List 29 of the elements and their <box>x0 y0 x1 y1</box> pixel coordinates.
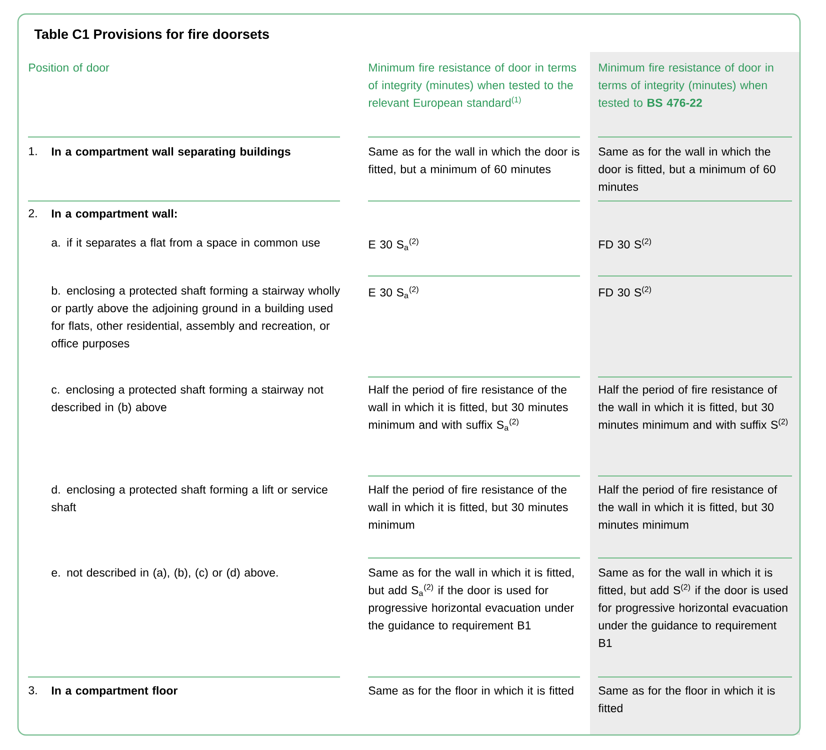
cell-text: Same as for the floor in which it is fitted <box>368 686 574 695</box>
cell-text: FD 30 S$^{(2)}$ <box>599 286 651 296</box>
row-label: c. enclosing a protected shaft forming a stairway not described in (b) above <box>52 385 324 414</box>
cell-text: E 30 S$_{a}$(2) <box>369 286 418 298</box>
row-number: 1. <box>29 147 37 156</box>
cell-text: Same as for the wall in which the door is fitted, but a minimum of 60 minutes <box>598 147 776 191</box>
column-header: Position of door <box>29 63 110 72</box>
column-header: Minimum fire resistance of door in terms of integrity (minutes) when tested to BS 476-22 <box>598 63 774 107</box>
row-heading: In a compartment wall separating buildings <box>52 147 290 158</box>
cell-text: Half the period of fire resistance of the wall in which it is fitted, but 30 minutes minimum <box>598 485 778 529</box>
row-heading: In a compartment wall: <box>52 209 177 220</box>
row-label: b. enclosing a protected shaft forming a stairway wholly or partly above the adjoining ground in a building used for flats, other residential, assembly and recreation, or office purposes <box>51 286 340 350</box>
cell-text: Same as for the floor in which it is fitted <box>598 686 775 712</box>
row-number: 3. <box>28 686 37 694</box>
table-title: Table C1 Provisions for fire doorsets <box>34 29 269 39</box>
cell-text: FD 30 S$^{(2)}$ <box>599 238 651 248</box>
cell-text: E 30 S$_{a}$(2) <box>369 238 418 250</box>
cell-text: Same as for the wall in which it is fitted, but add S$_{a}$$^{(2)}$ if the door is used for progressive horizontal evacuation under the guidance to requirement B1 <box>368 568 574 632</box>
row-label: a. if it separates a flat from a space in common use <box>52 238 320 249</box>
cell-text: Same as for the wall in which it is fitted, but add S$^{(2)}$ if the door is used for progressive horizontal evacuation under the guidance to requirement B1 <box>598 568 788 647</box>
cell-text: Same as for the wall in which the door is fitted, but a minimum of 60 minutes <box>368 147 580 175</box>
column-header: Minimum fire resistance of door in terms of integrity (minutes) when tested to the relevant European standard$^{(1)}$ <box>368 63 576 110</box>
row-heading: In a compartment floor <box>52 686 178 697</box>
cell-text: Half the period of fire resistance of the wall in which it is fitted, but 30 minutes minimum and with suffix S$^{(2)}$ <box>598 385 788 429</box>
row-number: 2. <box>28 209 37 218</box>
row-label: d. enclosing a protected shaft forming a lift or service shaft <box>52 485 328 512</box>
cell-text: Half the period of fire resistance of the wall in which it is fitted, but 30 minutes minimum and with suffix S$_{a}$(2) <box>368 385 568 431</box>
row-label: e. not described in (a), (b), (c) or (d) above. <box>52 568 278 579</box>
cell-text: Half the period of fire resistance of the wall in which it is fitted, but 30 minutes minimum <box>368 485 568 529</box>
